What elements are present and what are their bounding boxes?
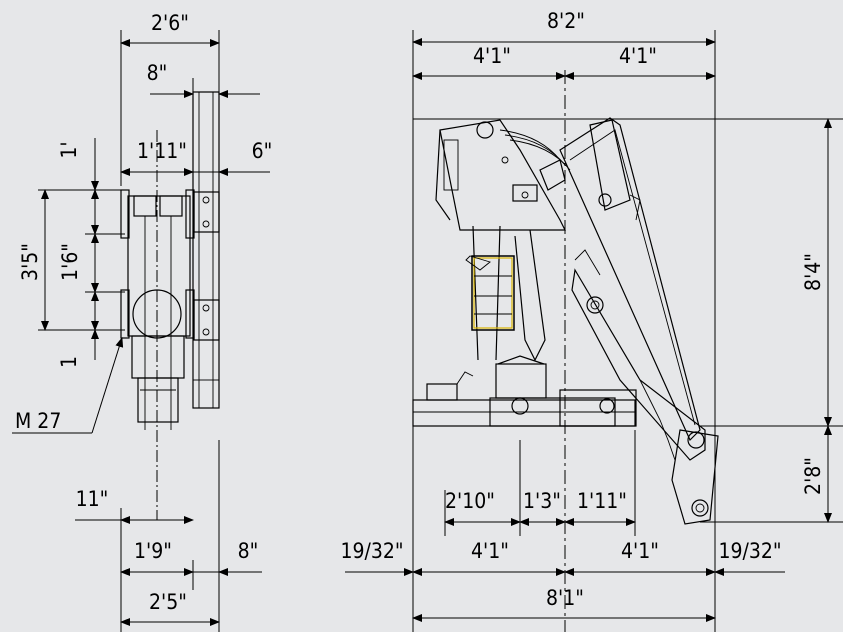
side-upper-height: 3'5" — [18, 243, 42, 281]
front-boom — [559, 117, 719, 525]
side-overall-width: 2'6" — [151, 11, 189, 35]
front-top-left: 4'1" — [473, 44, 511, 68]
side-foot-spacing: 1'9" — [134, 539, 172, 563]
front-column — [435, 119, 571, 362]
side-foot-total: 2'5" — [149, 590, 187, 614]
side-view-body — [120, 91, 220, 520]
front-seg-b: 1'3" — [523, 489, 561, 513]
side-foot-width: 8" — [238, 539, 259, 563]
front-height-lower: 2'8" — [801, 457, 825, 495]
side-base-width: 1'11" — [137, 139, 187, 163]
side-bottom-gap: 1 — [57, 356, 81, 368]
side-foot-offset: 11" — [76, 487, 109, 511]
front-ladder — [465, 255, 515, 331]
front-top-total: 8'2" — [547, 9, 585, 33]
front-top-right: 4'1" — [619, 44, 657, 68]
front-bottom-total: 8'1" — [546, 586, 584, 610]
front-bottom-right-margin: 19/32" — [718, 539, 781, 563]
front-seg-a: 2'10" — [445, 489, 495, 513]
side-column-width: 8" — [147, 61, 168, 85]
front-base — [412, 355, 637, 427]
front-seg-c: 1'11" — [577, 489, 627, 513]
side-top-gap: 1' — [57, 141, 81, 158]
front-bottom-left-margin: 19/32" — [340, 539, 403, 563]
front-bottom-left: 4'1" — [471, 539, 509, 563]
side-offset: 6" — [252, 139, 273, 163]
front-height-upper: 8'4" — [801, 253, 825, 291]
bolt-size-label: M 27 — [15, 409, 61, 433]
front-bottom-right: 4'1" — [621, 539, 659, 563]
side-view: 2'6" 8" 1'11" 6" 1' 3'5" 1'6" 1 M 27 — [12, 11, 272, 632]
side-mid-height: 1'6" — [58, 243, 82, 281]
front-view: 8'2" 4'1" 4'1" 8'4" 2'8" — [340, 9, 843, 632]
